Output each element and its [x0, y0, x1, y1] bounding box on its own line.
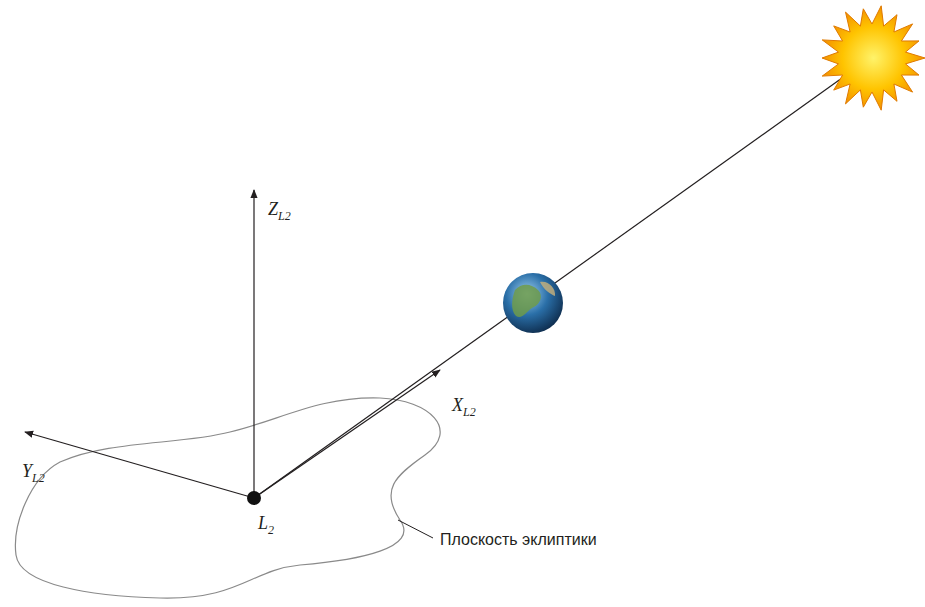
label-text: Z — [268, 199, 278, 219]
y-axis-label: YL2 — [22, 462, 45, 480]
subscript: 2 — [268, 523, 274, 537]
label-text: L — [258, 513, 268, 533]
l2-point — [247, 491, 261, 505]
x-axis-label: XL2 — [452, 396, 476, 414]
subscript: L2 — [32, 471, 45, 485]
label-text: X — [452, 395, 463, 415]
x-axis-arrow — [254, 370, 440, 498]
ecliptic-plane — [15, 398, 440, 598]
l2-point-label: L2 — [258, 514, 274, 532]
sun-line — [254, 78, 842, 498]
subscript: L2 — [463, 405, 476, 419]
subscript: L2 — [278, 209, 291, 223]
plane-label: Плоскость эклиптики — [440, 532, 597, 548]
label-text: Плоскость эклиптики — [440, 531, 597, 548]
z-axis — [253, 190, 254, 498]
leader-line — [398, 520, 433, 538]
label-text: Y — [22, 461, 32, 481]
sun — [822, 6, 925, 110]
earth — [503, 273, 563, 333]
z-axis-label: ZL2 — [268, 200, 291, 218]
y-axis — [25, 432, 254, 498]
